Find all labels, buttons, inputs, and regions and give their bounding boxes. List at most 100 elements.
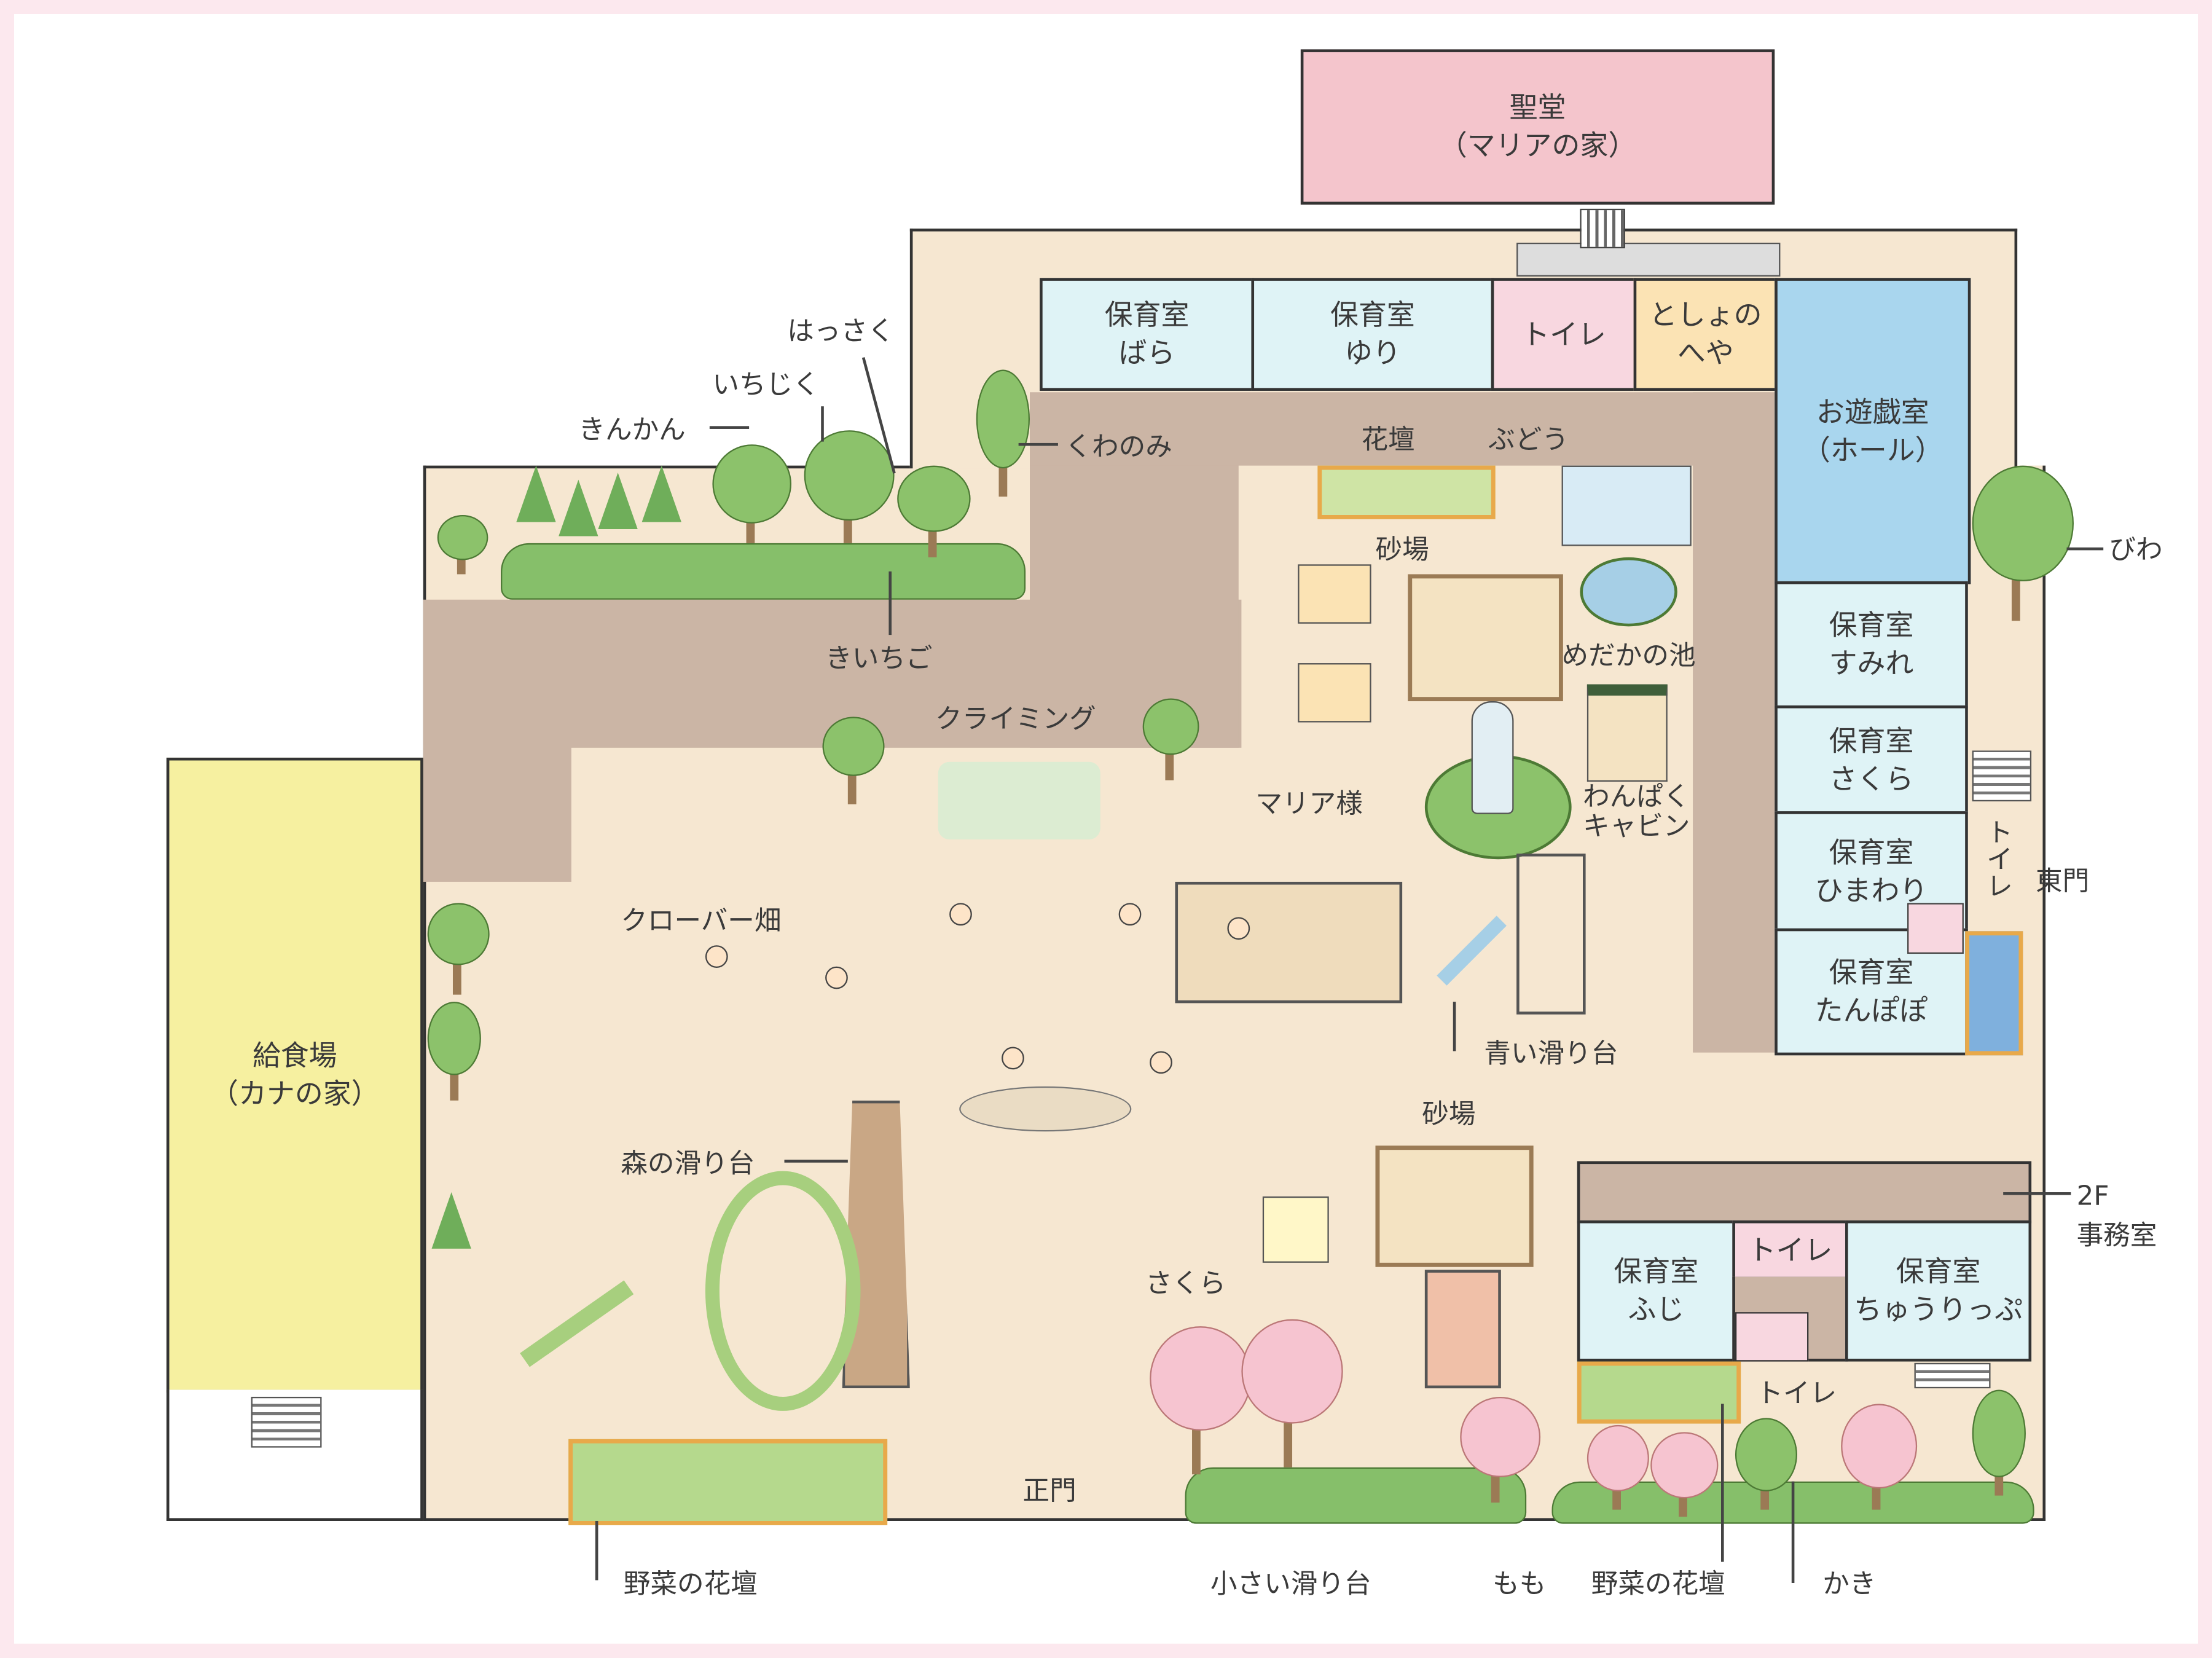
label-hassaku: はっさく	[787, 316, 895, 347]
child-figure	[949, 903, 972, 926]
label-office: 2F 事務室	[2076, 1181, 2157, 1251]
label-budou: ぶどう	[1488, 425, 1569, 456]
room-name: ゆり	[1344, 336, 1401, 370]
room-fuji[interactable]: 保育室ふじ	[1577, 1220, 1735, 1362]
room-yuri[interactable]: 保育室ゆり	[1251, 278, 1494, 391]
child-figure	[1227, 917, 1250, 940]
label-kuwanomi: くわのみ	[1065, 431, 1172, 463]
hedge	[501, 543, 1026, 600]
stairs-icon	[251, 1396, 322, 1448]
sandbox-2[interactable]	[1375, 1145, 1534, 1267]
label-kaki: かき	[1822, 1569, 1877, 1600]
bench	[1298, 564, 1371, 624]
leader-line	[1453, 1002, 1456, 1051]
site-outline-north	[909, 228, 2018, 469]
label-vegetable-bed-2: 野菜の花壇	[1591, 1569, 1725, 1600]
room-name: ふじ	[1628, 1292, 1685, 1327]
hall-label: お遊戯室	[1816, 394, 1929, 428]
small-slide-tower[interactable]	[1424, 1270, 1501, 1389]
maria-statue	[1471, 701, 1514, 814]
child-figure	[825, 966, 848, 989]
child-figure	[1150, 1051, 1172, 1074]
blue-slide-tower[interactable]	[1516, 854, 1586, 1015]
pine-tree-icon	[559, 479, 598, 536]
leader-line	[888, 571, 891, 635]
toilet-label: トイレ	[1747, 1232, 1833, 1267]
library-label-2: へや	[1677, 336, 1734, 370]
label-kinkan: きんかん	[578, 414, 686, 446]
room-name: すみれ	[1829, 646, 1914, 680]
room-label: 保育室	[1896, 1254, 1981, 1289]
library[interactable]: としょのへや	[1633, 278, 1778, 391]
label-toilet-se: トイレ	[1756, 1378, 1837, 1410]
pine-tree-icon	[431, 1192, 471, 1249]
child-figure	[1118, 903, 1142, 926]
toilet-small[interactable]	[1735, 1312, 1809, 1362]
label-clover-field: クローバー畑	[621, 905, 782, 937]
room-label: 保育室	[1829, 723, 1914, 757]
room-label: 保育室	[1330, 297, 1415, 332]
label-wanpaku-cabin: わんぱく キャビン	[1583, 781, 1690, 843]
hall[interactable]: お遊戯室 （ホール）	[1775, 278, 1971, 584]
stairs-icon	[1914, 1362, 1991, 1389]
label-biwa: びわ	[2109, 535, 2163, 566]
label-blue-slide: 青い滑り台	[1484, 1038, 1618, 1070]
label-sandbox-2: 砂場	[1422, 1099, 1476, 1131]
leader-line	[2066, 547, 2104, 550]
toilet-north[interactable]: トイレ	[1491, 278, 1637, 391]
walkway	[1693, 392, 1775, 1053]
play-court	[1175, 881, 1403, 1004]
leader-line	[1791, 1481, 1794, 1583]
leader-line	[821, 406, 823, 442]
room-name: さくら	[1829, 761, 1914, 795]
toilet-south[interactable]: トイレ	[1732, 1220, 1848, 1280]
room-tulip[interactable]: 保育室ちゅうりっぷ	[1845, 1220, 2032, 1362]
room-bara[interactable]: 保育室ばら	[1040, 278, 1255, 391]
room-tanpopo[interactable]: 保育室たんぽぽ	[1775, 928, 1968, 1056]
spiral-slide	[705, 1171, 861, 1411]
sandbox-1[interactable]	[1408, 574, 1563, 702]
climbing-wall[interactable]	[938, 761, 1100, 840]
gate-icon	[1580, 208, 1625, 249]
flowerbed	[1965, 931, 2023, 1056]
room-label: 保育室	[1829, 608, 1914, 642]
label-medaka-pond: めだかの池	[1561, 640, 1696, 672]
leader-line	[1720, 1404, 1724, 1562]
label-small-slide: 小さい滑り台	[1210, 1569, 1371, 1600]
chapel-label: 聖堂	[1509, 90, 1566, 125]
library-label: としょの	[1649, 297, 1762, 332]
walkway	[1030, 392, 1771, 466]
label-sakura-tree: さくら	[1145, 1268, 1226, 1300]
table	[1262, 1196, 1329, 1263]
leader-line	[2003, 1192, 2071, 1195]
label-maria: マリア様	[1255, 788, 1363, 820]
label-kiichigo: きいちご	[825, 643, 933, 675]
toilet-east[interactable]	[1907, 903, 1964, 954]
flowerbed	[1317, 465, 1496, 519]
room-sumire[interactable]: 保育室すみれ	[1775, 581, 1968, 709]
label-flowerbed: 花壇	[1361, 425, 1415, 456]
office-building[interactable]	[1577, 1161, 2032, 1224]
pine-tree-icon	[598, 473, 638, 529]
label-climbing: クライミング	[935, 704, 1096, 736]
room-label: 保育室	[1829, 955, 1914, 989]
water-tap	[1561, 465, 1692, 546]
leader-line	[595, 1520, 598, 1581]
room-label: 保育室	[1104, 297, 1190, 332]
room-label: 保育室	[1614, 1254, 1699, 1289]
hall-sublabel: （ホール）	[1802, 432, 1943, 466]
room-name: ひまわり	[1814, 873, 1928, 907]
label-toilet-east: トイレ	[1982, 818, 2014, 899]
kitchen-sublabel: （カナの家）	[210, 1076, 380, 1110]
label-ichijiku: いちじく	[712, 369, 820, 401]
leader-line	[709, 426, 750, 428]
hedge	[1185, 1467, 1527, 1524]
label-momo: もも	[1492, 1569, 1547, 1600]
leader-line	[784, 1160, 848, 1162]
wanpaku-cabin[interactable]	[1586, 684, 1668, 782]
chapel[interactable]: 聖堂 （マリアの家）	[1300, 49, 1775, 205]
stairs-icon	[1972, 750, 2032, 802]
child-figure	[705, 945, 728, 968]
room-sakura[interactable]: 保育室さくら	[1775, 705, 1968, 814]
kitchen-building[interactable]: 給食場 （カナの家）	[166, 757, 423, 1393]
